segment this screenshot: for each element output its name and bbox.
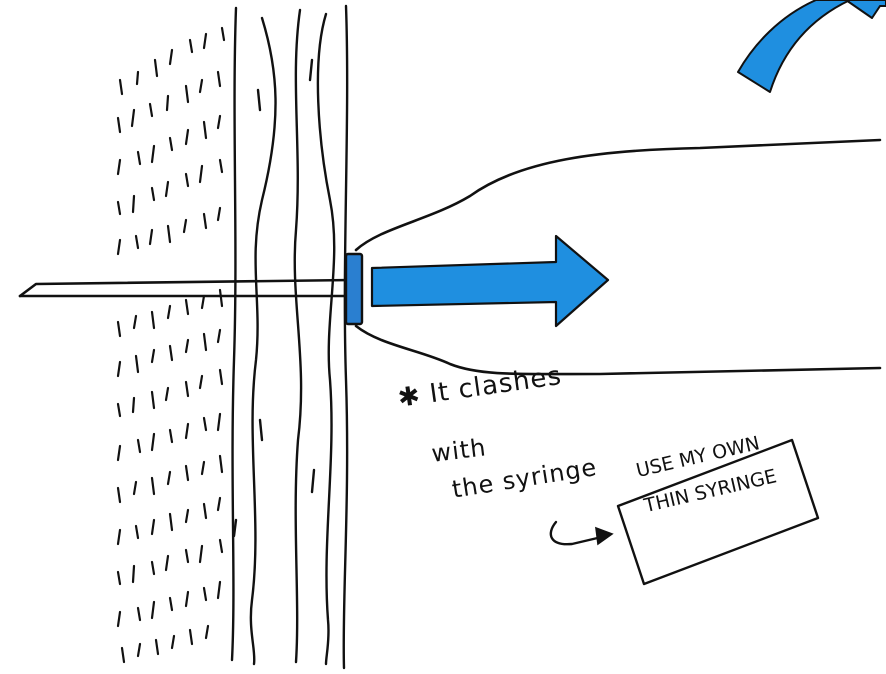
pull-direction-arrow [372, 236, 608, 326]
syringe-body [346, 140, 880, 374]
skin-layer-stipple [118, 28, 224, 662]
needle [20, 280, 352, 296]
tissue-layer-lines [232, 6, 347, 668]
curved-arrow-top-right [738, 0, 886, 92]
pointer-arrow [551, 522, 612, 544]
syringe-collar [346, 254, 362, 324]
